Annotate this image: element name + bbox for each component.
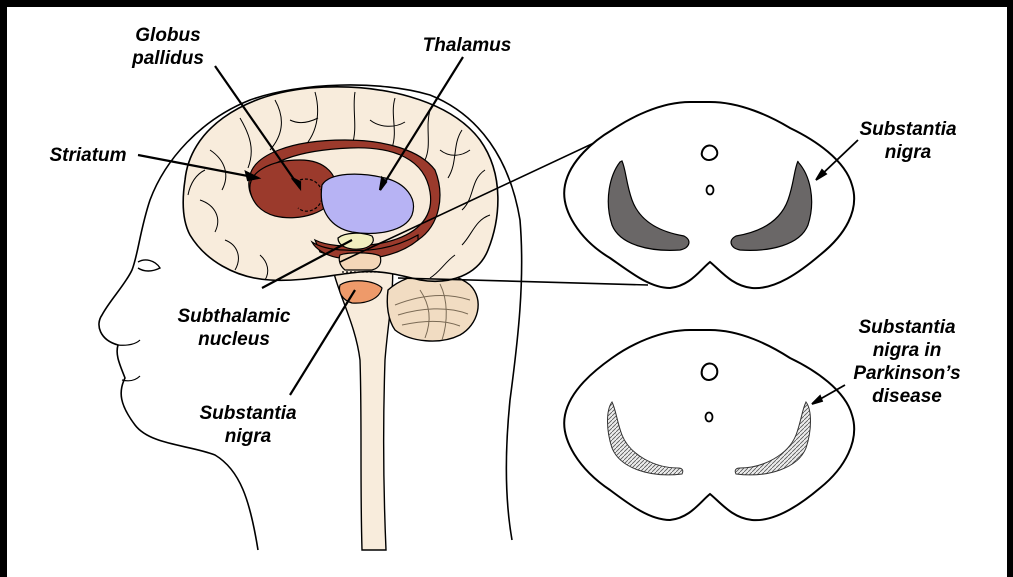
label-globus-pallidus-line2: pallidus xyxy=(128,47,208,70)
aqueduct-parkinsons xyxy=(702,363,718,380)
label-substantia-nigra-normal: Substantia nigra xyxy=(846,118,970,164)
label-subthalamic-line2: nucleus xyxy=(172,328,296,351)
label-nigra-pd-line3: Parkinson’s xyxy=(842,362,972,385)
label-globus-pallidus-line1: Globus xyxy=(128,24,208,47)
label-thalamus: Thalamus xyxy=(412,34,522,57)
cerebellum xyxy=(387,274,478,342)
subthalamic-shape xyxy=(338,233,373,249)
label-subthalamic-nucleus: Subthalamic nucleus xyxy=(172,305,296,351)
label-substantia-nigra-parkinsons: Substantia nigra in Parkinson’s disease xyxy=(842,316,972,408)
aqueduct-normal xyxy=(702,145,718,160)
label-nigra-normal-line1: Substantia xyxy=(846,118,970,141)
label-nigra-normal-line2: nigra xyxy=(846,141,970,164)
label-nigra-brain-line1: Substantia xyxy=(190,402,306,425)
canal-normal xyxy=(707,186,714,195)
canal-parkinsons xyxy=(706,413,713,422)
label-striatum: Striatum xyxy=(38,144,138,167)
label-nigra-pd-line1: Substantia xyxy=(842,316,972,339)
label-globus-pallidus: Globus pallidus xyxy=(128,24,208,70)
label-substantia-nigra-brain: Substantia nigra xyxy=(190,402,306,448)
label-subthalamic-line1: Subthalamic xyxy=(172,305,296,328)
eye-outline xyxy=(138,260,160,271)
midbrain-shape xyxy=(339,253,380,270)
label-nigra-pd-line2: nigra in xyxy=(842,339,972,362)
label-nigra-pd-line4: disease xyxy=(842,385,972,408)
nose-line xyxy=(118,340,140,345)
label-nigra-brain-line2: nigra xyxy=(190,425,306,448)
